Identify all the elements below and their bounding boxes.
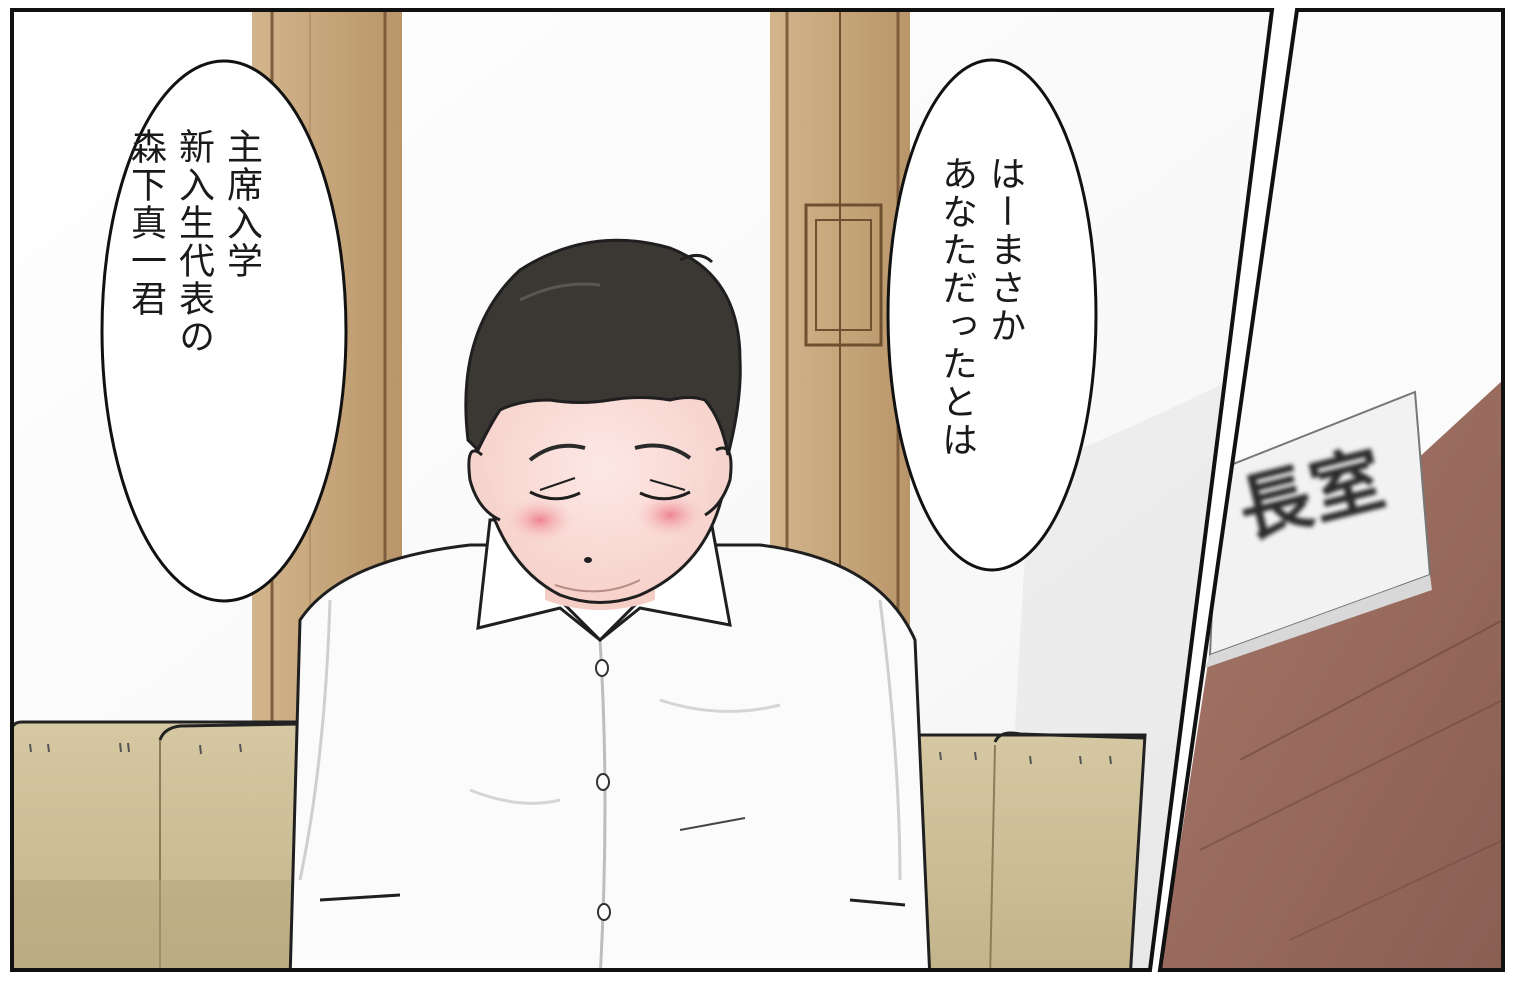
bubble-left-line-2: 新入生代表の	[173, 128, 214, 356]
bubble-left-line-3: 森下真一君	[125, 128, 166, 318]
speech-bubble-left	[100, 59, 348, 603]
bubble-right-line-1: はーまさか	[984, 155, 1025, 345]
speech-bubble-right-text: はーまさか あなただったとは	[932, 155, 1028, 459]
bubble-left-line-1: 主席入学	[221, 128, 262, 280]
bubble-right-line-2: あなただったとは	[936, 155, 977, 459]
speech-bubble-left-text: 主席入学 新入生代表の 森下真一君	[121, 128, 265, 356]
speech-bubble-right	[886, 58, 1098, 572]
